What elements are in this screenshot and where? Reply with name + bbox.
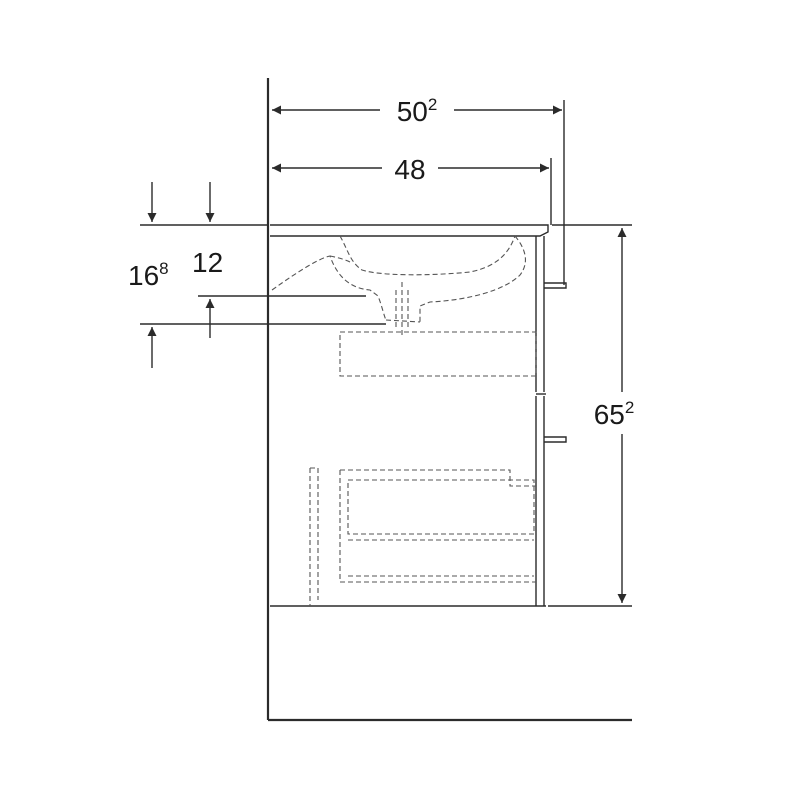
handle-lower <box>544 436 567 443</box>
basin-bowl-inner <box>339 235 516 276</box>
countertop <box>270 224 549 237</box>
basin-underside <box>329 255 351 263</box>
dim-cabinet-depth-label: 48 <box>394 154 425 185</box>
lower-drawer-inner <box>347 479 535 535</box>
rear-runner <box>309 467 319 606</box>
wall-and-floor <box>266 78 632 722</box>
dim-siphon-a-label: 168 <box>128 259 169 291</box>
dimension-lines <box>140 100 632 607</box>
basin-waste-left <box>385 319 421 323</box>
handle-upper <box>544 282 567 289</box>
upper-drawer-box <box>339 331 537 377</box>
dim-overall-depth-label: 502 <box>397 95 438 127</box>
dim-siphon-b-label: 12 <box>192 247 223 278</box>
dim-height-label: 652 <box>594 398 635 430</box>
cabinet-outline <box>270 224 567 607</box>
lower-drawer-box <box>339 469 536 583</box>
basin-bowl-outer <box>271 255 387 321</box>
hidden-lines <box>271 235 537 606</box>
basin-bowl-front <box>419 235 526 322</box>
